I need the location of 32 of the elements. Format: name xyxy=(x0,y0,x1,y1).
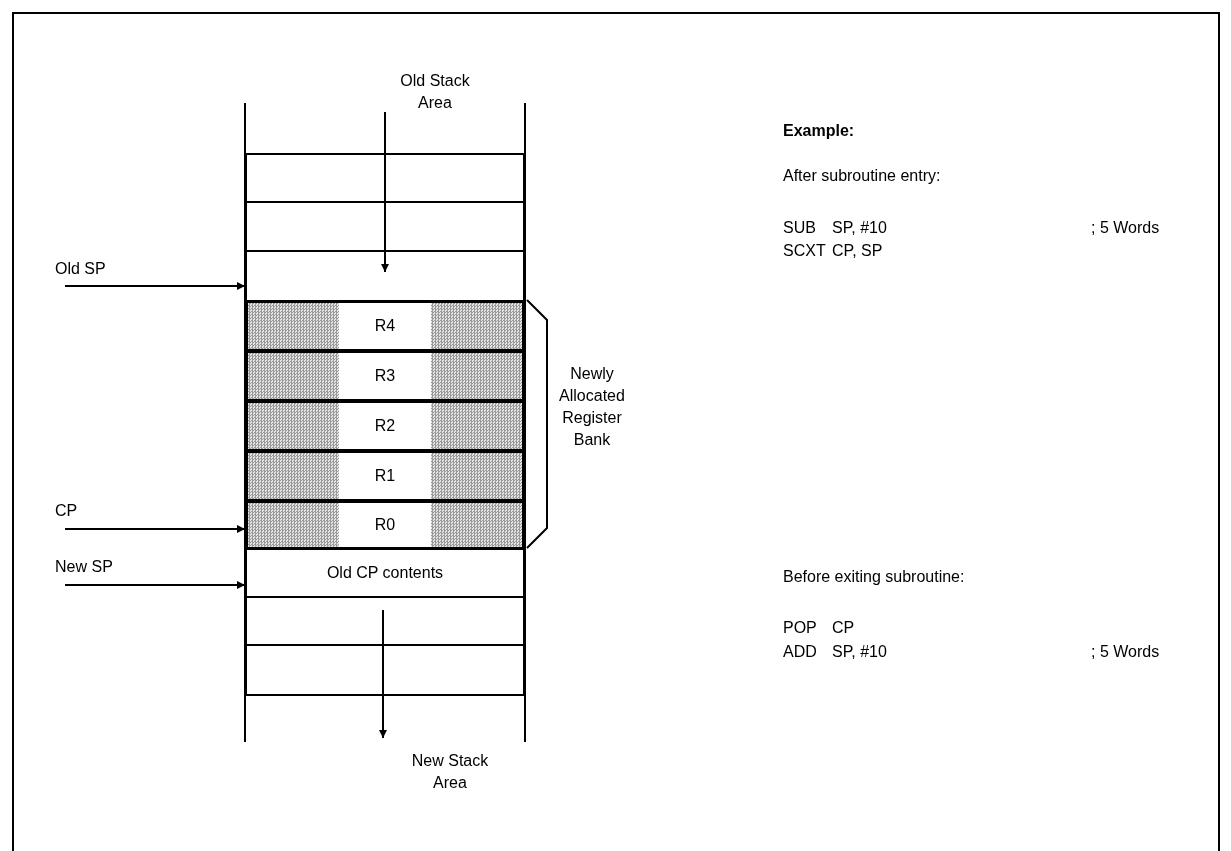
register-cell: R4 xyxy=(245,300,525,352)
empty-stack-cell xyxy=(245,596,525,646)
area-label: New Stack Area xyxy=(410,751,490,793)
register-cell: R2 xyxy=(245,400,525,452)
pointer-label: New SP xyxy=(55,556,135,585)
code-text: SCXT xyxy=(783,241,827,261)
note-text: After subroutine entry: xyxy=(783,166,942,186)
register-cell: R0 xyxy=(245,500,525,550)
stack-cell: Old CP contents xyxy=(245,548,525,598)
code-comment: ; 5 Words xyxy=(1091,642,1161,662)
code-text: SP, #10 xyxy=(832,218,888,238)
code-text: CP xyxy=(832,618,856,638)
pointer-label: CP xyxy=(55,500,115,529)
register-cell: R1 xyxy=(245,450,525,502)
pointer-label: Old SP xyxy=(55,258,135,286)
pointer-arrow xyxy=(64,282,246,290)
register-cell: R3 xyxy=(245,350,525,402)
note-text: Before exiting subroutine: xyxy=(783,567,966,587)
code-text: SUB xyxy=(783,218,817,238)
code-text: POP xyxy=(783,618,818,638)
heading: Example: xyxy=(783,121,856,141)
code-text: SP, #10 xyxy=(832,642,888,662)
empty-stack-cell xyxy=(245,201,525,252)
area-label: Old Stack Area xyxy=(399,71,471,113)
code-comment: ; 5 Words xyxy=(1091,218,1161,238)
empty-stack-cell xyxy=(245,153,525,203)
code-text: ADD xyxy=(783,642,818,662)
register-bank-label: Newly Allocated Register Bank xyxy=(548,363,636,455)
pointer-arrow xyxy=(64,525,246,533)
code-text: CP, SP xyxy=(832,241,884,261)
empty-stack-cell xyxy=(245,644,525,696)
pointer-arrow xyxy=(64,581,246,589)
